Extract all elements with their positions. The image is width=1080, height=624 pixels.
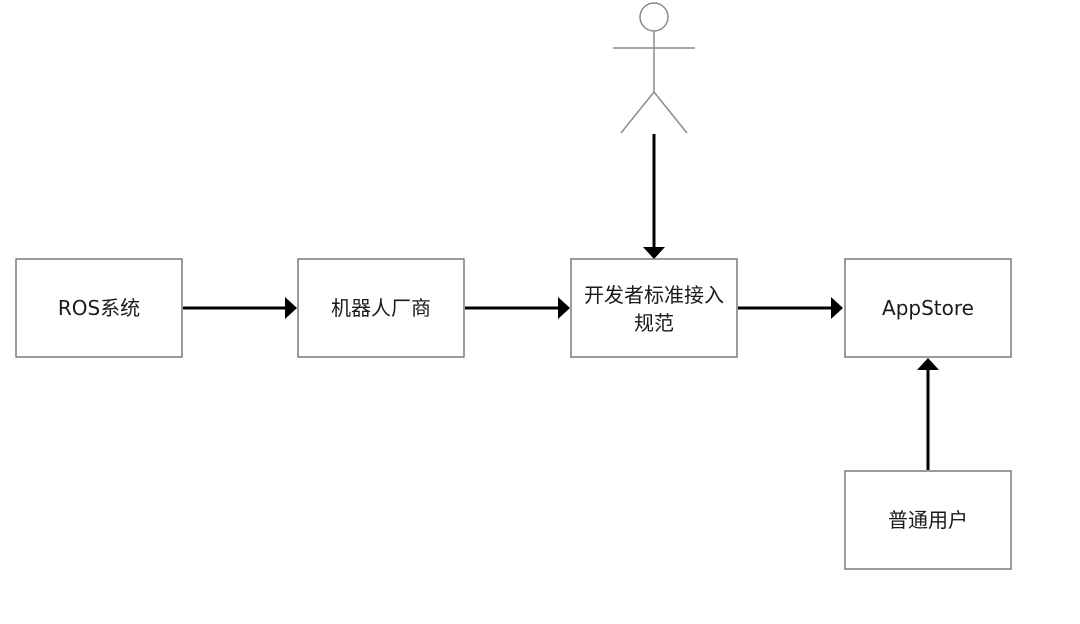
edge-vendor-to-spec: [465, 297, 570, 319]
arrow-head-right: [285, 297, 297, 319]
node-box: [844, 470, 1012, 570]
node-box: [297, 258, 465, 358]
node-label: AppStore: [882, 296, 974, 320]
actor-head: [639, 2, 669, 32]
edge-actor-to-spec: [643, 134, 665, 259]
node-dev-access-spec[interactable]: 开发者标准接入 规范: [570, 258, 738, 358]
node-label: 普通用户: [888, 508, 968, 532]
actor-left-leg: [620, 91, 655, 134]
arrow-head-up: [917, 358, 939, 370]
node-label-line1: 开发者标准接入: [584, 283, 724, 307]
node-appstore[interactable]: AppStore: [844, 258, 1012, 358]
arrow-head-right: [831, 297, 843, 319]
edge-ros-to-vendor: [183, 297, 297, 319]
node-label: 机器人厂商: [331, 296, 431, 320]
arrow-head-down: [643, 247, 665, 259]
node-box: [844, 258, 1012, 358]
node-ros-system[interactable]: ROS系统: [15, 258, 183, 358]
node-ordinary-user[interactable]: 普通用户: [844, 470, 1012, 570]
edge-user-to-appstore: [917, 358, 939, 470]
node-label-line2: 规范: [634, 311, 674, 335]
developer-actor[interactable]: [613, 2, 695, 134]
node-label: ROS系统: [58, 296, 140, 320]
actor-right-leg: [653, 91, 688, 134]
arrow-head-right: [558, 297, 570, 319]
edge-spec-to-appstore: [738, 297, 843, 319]
node-robot-vendor[interactable]: 机器人厂商: [297, 258, 465, 358]
node-box: [15, 258, 183, 358]
node-box: [570, 258, 738, 358]
